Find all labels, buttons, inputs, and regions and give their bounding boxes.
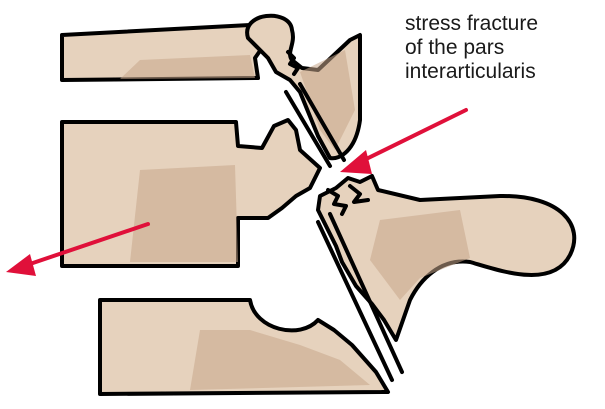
annotation-line-1: stress fracture (405, 12, 601, 36)
upper-vertebra (62, 25, 264, 80)
annotation-line-3: interarticularis (405, 60, 601, 84)
annotation-line-2: of the pars (405, 36, 601, 60)
fracture-annotation: stress fracture of the pars interarticul… (405, 12, 601, 84)
lower-vertebra (100, 300, 388, 394)
middle-vertebra-body (62, 120, 320, 266)
spinous-process (318, 176, 574, 340)
